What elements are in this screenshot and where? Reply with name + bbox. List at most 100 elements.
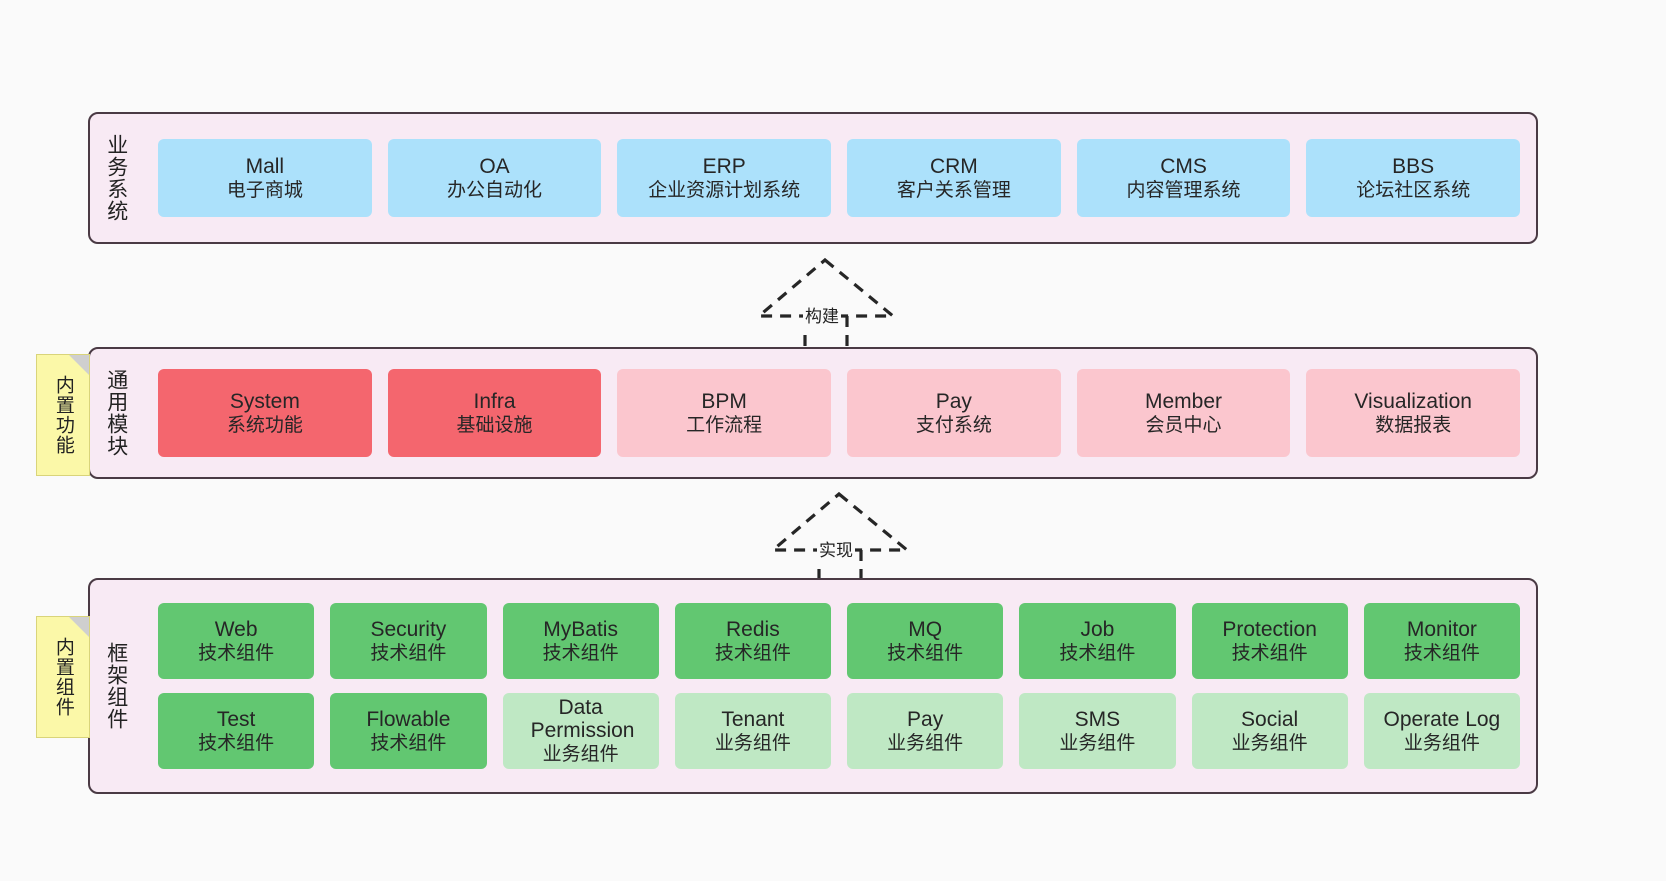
node-subtitle: 业务组件 xyxy=(887,733,964,755)
node-subtitle: 技术组件 xyxy=(370,733,447,755)
node-title: MyBatis xyxy=(543,617,618,641)
node-subtitle: 技术组件 xyxy=(1403,643,1480,665)
node-title: MQ xyxy=(908,617,943,641)
node-subtitle: 支付系统 xyxy=(915,415,992,437)
node-data-permission[interactable]: Data Permission 业务组件 xyxy=(502,693,659,769)
note-builtin-function: 内置功能 xyxy=(36,354,90,476)
node-monitor[interactable]: Monitor 技术组件 xyxy=(1363,603,1520,679)
layer-common-module: 通用模块 System 系统功能 Infra 基础设施 BPM 工作流程 Pay… xyxy=(88,347,1538,479)
layer-framework-component: 框架组件 Web 技术组件 Security 技术组件 MyBatis 技术组件… xyxy=(88,578,1538,794)
node-title: Redis xyxy=(726,617,780,641)
node-subtitle: 数据报表 xyxy=(1375,415,1452,437)
connector-implement: 实现 xyxy=(768,491,912,584)
node-bbs[interactable]: BBS 论坛社区系统 xyxy=(1306,139,1521,217)
node-title: Protection xyxy=(1222,617,1317,641)
node-bpm[interactable]: BPM 工作流程 xyxy=(617,369,832,457)
node-title: Visualization xyxy=(1354,389,1472,413)
node-subtitle: 电子商城 xyxy=(226,180,303,202)
node-title: Infra xyxy=(473,389,516,413)
node-title: Tenant xyxy=(721,707,785,731)
layer-label-framework-component: 框架组件 xyxy=(104,642,128,730)
node-mybatis[interactable]: MyBatis 技术组件 xyxy=(502,603,659,679)
node-title: Member xyxy=(1145,389,1223,413)
node-subtitle: 工作流程 xyxy=(686,415,763,437)
node-pay-module[interactable]: Pay 支付系统 xyxy=(847,369,1061,457)
node-pay-component[interactable]: Pay 业务组件 xyxy=(847,693,1004,769)
node-row: System 系统功能 Infra 基础设施 BPM 工作流程 Pay 支付系统… xyxy=(150,369,1528,457)
node-operate-log[interactable]: Operate Log 业务组件 xyxy=(1363,693,1520,769)
node-social[interactable]: Social 业务组件 xyxy=(1191,693,1348,769)
node-crm[interactable]: CRM 客户关系管理 xyxy=(847,139,1061,217)
node-sms[interactable]: SMS 业务组件 xyxy=(1019,693,1176,769)
node-title: BBS xyxy=(1392,154,1435,178)
node-subtitle: 论坛社区系统 xyxy=(1356,180,1471,202)
node-subtitle: 内容管理系统 xyxy=(1126,180,1241,202)
node-subtitle: 技术组件 xyxy=(887,643,964,665)
layer-label-business-system: 业务系统 xyxy=(104,134,128,222)
node-subtitle: 企业资源计划系统 xyxy=(648,180,801,202)
node-erp[interactable]: ERP 企业资源计划系统 xyxy=(617,139,832,217)
node-title: System xyxy=(229,389,300,413)
node-subtitle: 业务组件 xyxy=(714,733,791,755)
node-visualization[interactable]: Visualization 数据报表 xyxy=(1306,369,1521,457)
node-title: Security xyxy=(370,617,447,641)
node-flowable[interactable]: Flowable 技术组件 xyxy=(330,693,487,769)
layer-items-business-system: Mall 电子商城 OA 办公自动化 ERP 企业资源计划系统 CRM 客户关系… xyxy=(142,114,1536,242)
node-title: Social xyxy=(1241,707,1299,731)
node-mq[interactable]: MQ 技术组件 xyxy=(847,603,1004,679)
node-protection[interactable]: Protection 技术组件 xyxy=(1191,603,1348,679)
node-test[interactable]: Test 技术组件 xyxy=(158,693,315,769)
node-system[interactable]: System 系统功能 xyxy=(158,369,372,457)
node-security[interactable]: Security 技术组件 xyxy=(330,603,487,679)
node-subtitle: 技术组件 xyxy=(542,643,619,665)
node-title: Pay xyxy=(935,389,972,413)
node-subtitle: 业务组件 xyxy=(1231,733,1308,755)
node-row-business: Test 技术组件 Flowable 技术组件 Data Permission … xyxy=(150,693,1528,769)
node-title: Flowable xyxy=(366,707,451,731)
connector-build: 构建 xyxy=(754,257,898,350)
node-subtitle: 基础设施 xyxy=(456,415,533,437)
node-title: CRM xyxy=(929,154,978,178)
node-mall[interactable]: Mall 电子商城 xyxy=(158,139,372,217)
node-title: Job xyxy=(1080,617,1115,641)
node-subtitle: 技术组件 xyxy=(198,733,275,755)
node-cms[interactable]: CMS 内容管理系统 xyxy=(1076,139,1291,217)
layer-items-common-module: System 系统功能 Infra 基础设施 BPM 工作流程 Pay 支付系统… xyxy=(142,349,1536,477)
node-title: BPM xyxy=(701,389,747,413)
node-title: Test xyxy=(216,707,256,731)
note-text: 内置组件 xyxy=(52,637,74,717)
node-subtitle: 技术组件 xyxy=(370,643,447,665)
node-subtitle: 会员中心 xyxy=(1145,415,1222,437)
node-subtitle: 办公自动化 xyxy=(447,180,543,202)
node-row: Mall 电子商城 OA 办公自动化 ERP 企业资源计划系统 CRM 客户关系… xyxy=(150,139,1528,217)
layer-label-common-module: 通用模块 xyxy=(104,369,128,457)
node-job[interactable]: Job 技术组件 xyxy=(1019,603,1176,679)
node-oa[interactable]: OA 办公自动化 xyxy=(387,139,602,217)
node-subtitle: 客户关系管理 xyxy=(896,180,1011,202)
node-web[interactable]: Web 技术组件 xyxy=(158,603,315,679)
node-subtitle: 业务组件 xyxy=(1403,733,1480,755)
node-title: Web xyxy=(214,617,258,641)
node-member[interactable]: Member 会员中心 xyxy=(1076,369,1291,457)
node-title: OA xyxy=(479,154,510,178)
node-tenant[interactable]: Tenant 业务组件 xyxy=(674,693,831,769)
connector-build-label: 构建 xyxy=(803,302,841,327)
node-subtitle: 技术组件 xyxy=(1231,643,1308,665)
node-title: CMS xyxy=(1160,154,1207,178)
node-title: Operate Log xyxy=(1383,707,1501,731)
note-builtin-component: 内置组件 xyxy=(36,616,90,738)
node-subtitle: 技术组件 xyxy=(1059,643,1136,665)
node-row-technical: Web 技术组件 Security 技术组件 MyBatis 技术组件 Redi… xyxy=(150,603,1528,679)
node-title: Pay xyxy=(907,707,944,731)
node-title: Monitor xyxy=(1406,617,1477,641)
node-title: ERP xyxy=(702,154,746,178)
node-title: Mall xyxy=(245,154,285,178)
node-title: Data Permission xyxy=(530,695,635,743)
note-text: 内置功能 xyxy=(52,375,74,455)
connector-implement-label: 实现 xyxy=(817,536,855,561)
layer-items-framework-component: Web 技术组件 Security 技术组件 MyBatis 技术组件 Redi… xyxy=(142,580,1536,792)
node-subtitle: 系统功能 xyxy=(226,415,303,437)
node-redis[interactable]: Redis 技术组件 xyxy=(674,603,831,679)
node-infra[interactable]: Infra 基础设施 xyxy=(387,369,602,457)
